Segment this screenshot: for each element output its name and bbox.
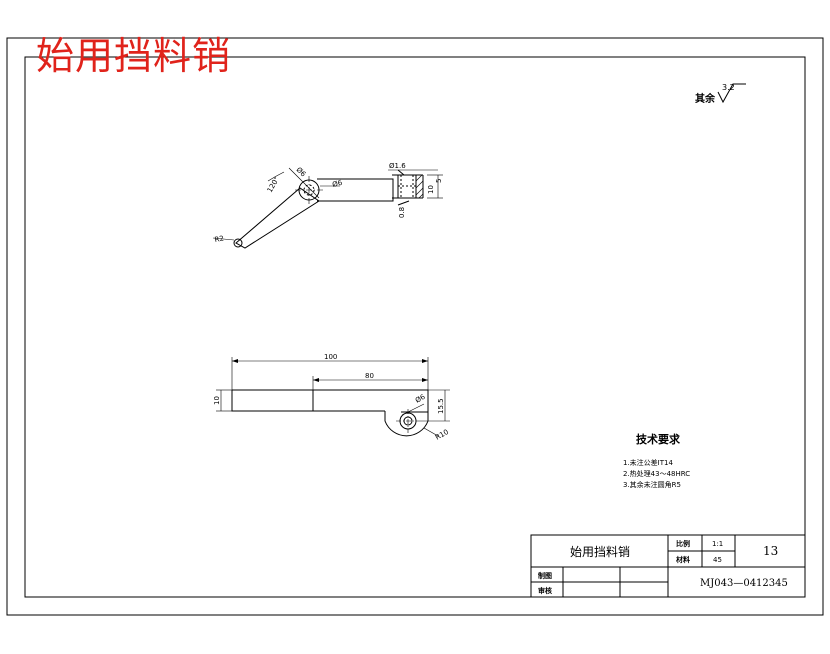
- front-view-arrows: [232, 359, 428, 382]
- inner-border: [24, 56, 806, 598]
- dim-angle: 120°: [266, 175, 281, 194]
- tech-req-heading: 技术要求: [636, 432, 681, 446]
- surface-finish-value: 3.2: [722, 83, 735, 92]
- top-view: [212, 167, 443, 249]
- body-outline: [317, 178, 394, 202]
- checked-by-label: 审核: [538, 586, 552, 595]
- dim-offset: 15.5: [437, 398, 445, 414]
- tech-req-item: 2.热处理43～48HRC: [623, 469, 690, 478]
- arm-outline: [235, 187, 320, 249]
- material-value: 45: [713, 556, 722, 564]
- dim-hole-b: Ø6: [331, 178, 343, 188]
- outer-border: [6, 37, 824, 616]
- title-block: [530, 534, 806, 598]
- section-hatch: [415, 174, 424, 199]
- technical-requirements: 技术要求 1.未注公差IT14 2.热处理43～48HRC 3.其余未注圆角R5: [623, 432, 690, 489]
- dim-partial-length: 80: [365, 372, 374, 380]
- dim-height: 10: [427, 185, 435, 194]
- dim-bar-height: 10: [213, 396, 221, 405]
- overlay-title: 始用挡料销: [36, 34, 232, 78]
- dim-tip-radius: R2: [214, 234, 225, 243]
- tech-req-item: 3.其余未注圆角R5: [623, 480, 681, 489]
- arm-tip-rounding: [233, 238, 243, 248]
- dim-thickness: 5: [435, 179, 443, 183]
- dim-chamfer: 0.8: [398, 207, 406, 218]
- scale-value: 1:1: [712, 540, 723, 548]
- drawing-number: MJ043—0412345: [700, 578, 788, 589]
- drawn-by-label: 制图: [538, 571, 552, 580]
- dim-radius: R10: [434, 428, 450, 442]
- material-label: 材料: [675, 555, 690, 564]
- title-block-part-name: 始用挡料销: [570, 545, 630, 559]
- bar-outline: [232, 389, 429, 413]
- front-view: [216, 357, 450, 437]
- sheet-number: 13: [763, 544, 778, 558]
- dim-slot-width: Ø1.6: [389, 162, 406, 170]
- surface-finish-label: 其余: [695, 92, 716, 105]
- scale-label: 比例: [676, 539, 690, 548]
- dim-overall-length: 100: [324, 353, 337, 361]
- dim-hole-top: Ø6: [295, 166, 308, 179]
- surface-finish-symbol: 其余 3.2: [695, 83, 746, 105]
- tech-req-item: 1.未注公差IT14: [623, 458, 673, 467]
- hub-arc: [384, 411, 429, 437]
- dim-front-hole: Ø6: [414, 393, 427, 405]
